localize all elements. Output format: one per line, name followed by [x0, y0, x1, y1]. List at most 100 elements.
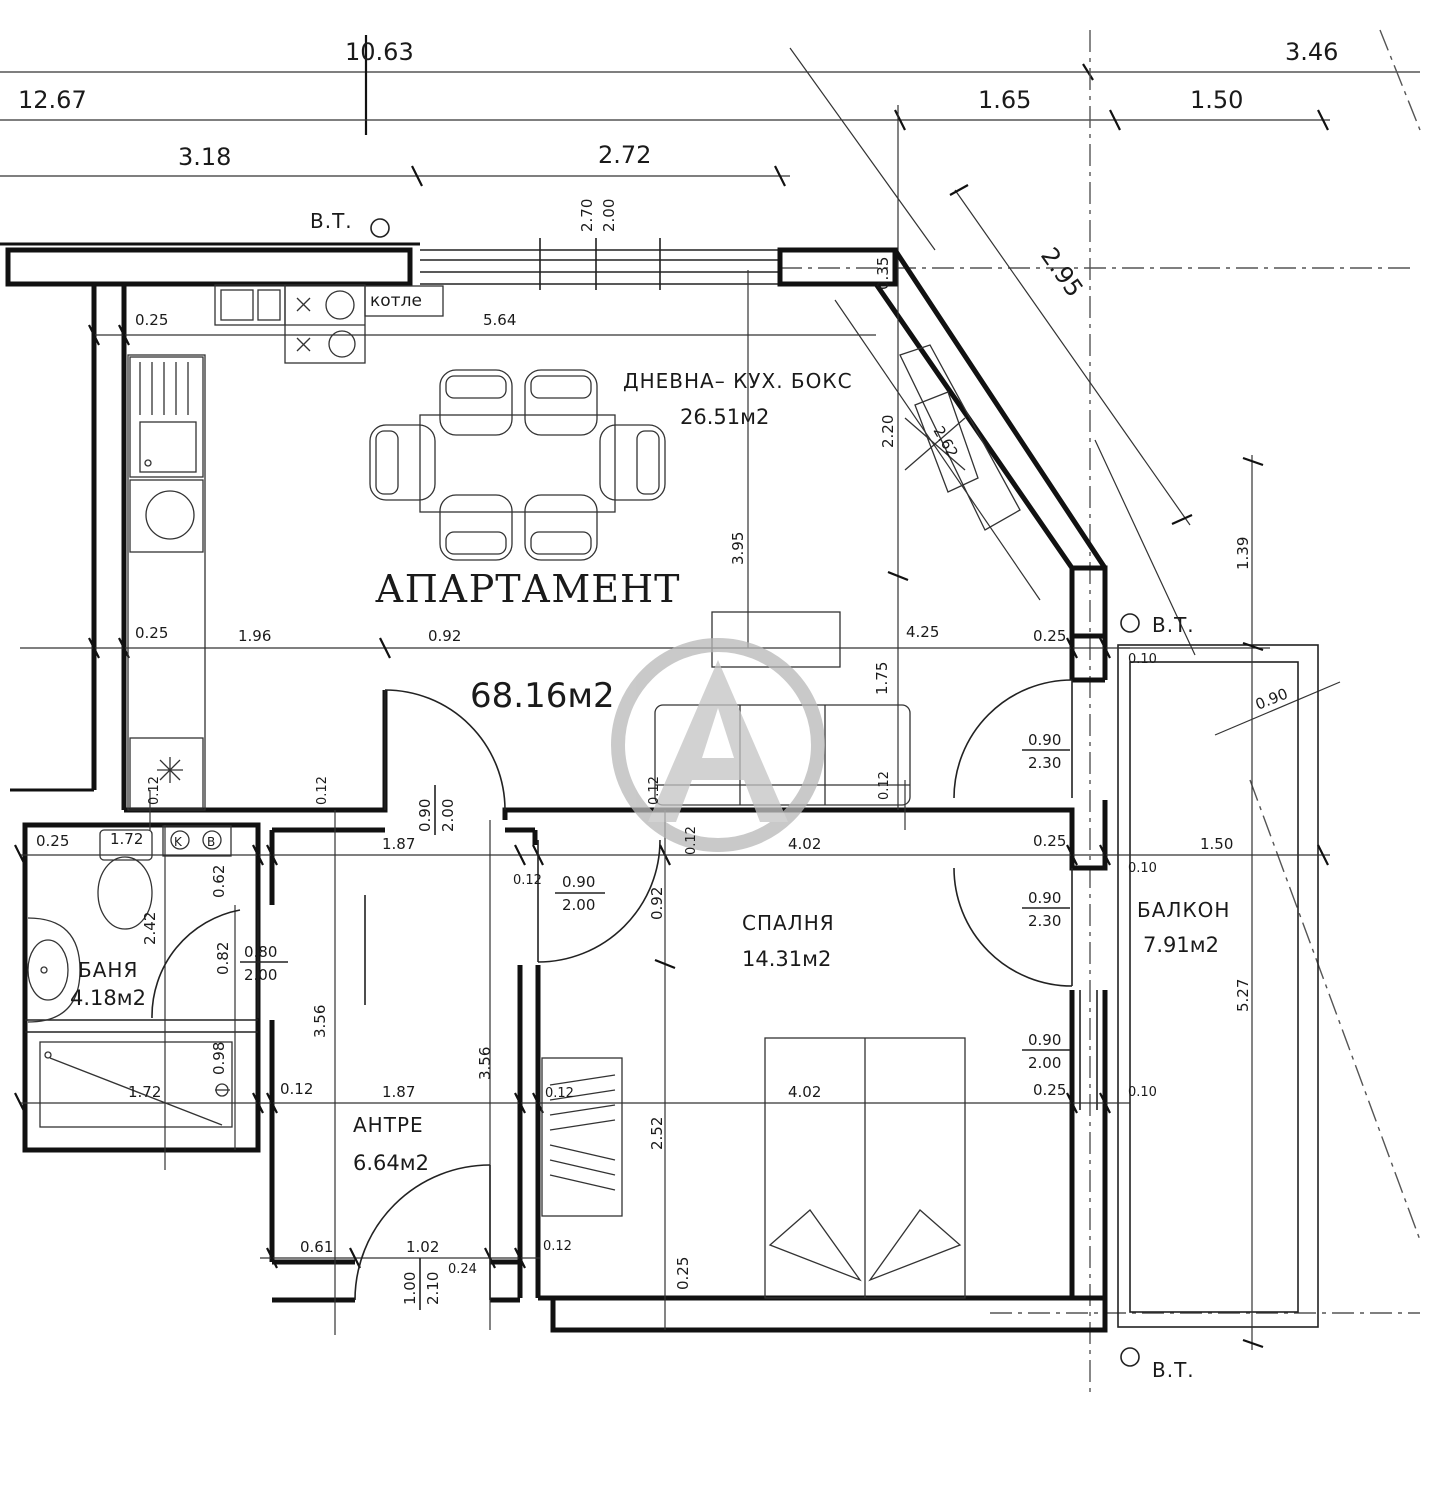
dining-table — [419, 414, 616, 513]
dim-label: 3.18 — [178, 143, 231, 171]
bedroom-name: СПАЛНЯ — [742, 911, 835, 935]
chair-icon — [369, 424, 436, 501]
dim-label: 0.25 — [1033, 1081, 1066, 1099]
toilet-icon — [97, 829, 153, 930]
dim-label: 0.90 — [416, 799, 434, 832]
dim-label: 0.12 — [877, 771, 892, 800]
hob-icon — [284, 284, 366, 364]
chair-icon — [524, 369, 598, 436]
dim-label: 0.10 — [1128, 652, 1157, 667]
boiler-box — [364, 285, 444, 317]
dim-label: 2.95 — [1035, 242, 1089, 302]
washing-machine-icon — [129, 479, 204, 553]
dim-label: 1.96 — [238, 627, 271, 645]
dim-label: 0.12 — [280, 1080, 313, 1098]
risers — [370, 218, 1140, 1367]
dim-label: 4.25 — [906, 623, 939, 641]
riser-label: В.Т. — [1152, 613, 1195, 637]
kitchen-fittings — [127, 284, 444, 811]
bath-area: 4.18м2 — [70, 986, 146, 1010]
dim-label: 10.63 — [345, 38, 414, 66]
dim-label: 1.87 — [382, 835, 415, 853]
dim-label: 0.12 — [543, 1239, 572, 1254]
dim-label: 1.39 — [1234, 537, 1252, 570]
door-entrance — [354, 1164, 491, 1301]
dim-label: 4.02 — [788, 835, 821, 853]
dim-label: 2.72 — [598, 141, 651, 169]
riser-label: В.Т. — [310, 209, 353, 233]
dim-label: 3.95 — [729, 532, 747, 565]
top-dimension-chains — [0, 35, 1420, 260]
dim-label: 2.52 — [648, 1117, 666, 1150]
boiler-label: котле — [370, 291, 422, 311]
chair-icon — [599, 424, 666, 501]
bedroom-area: 14.31м2 — [742, 947, 831, 971]
dim-label: 0.10 — [1128, 1085, 1157, 1100]
shower-tray-icon — [39, 1041, 233, 1128]
dim-label: 0.35 — [874, 257, 892, 290]
dim-label: 1.65 — [978, 86, 1031, 114]
bedroom-furniture — [541, 1037, 966, 1299]
balcony-name: БАЛКОН — [1137, 898, 1230, 922]
dim-label: 0.12 — [147, 776, 162, 805]
dim-label: 1.02 — [406, 1238, 439, 1256]
dim-label: 2.00 — [439, 799, 457, 832]
dim-label: 2.00 — [562, 896, 595, 914]
wardrobe-icon — [541, 1057, 623, 1217]
dim-label: 2.00 — [244, 966, 277, 984]
dim-label: 0.90 — [562, 873, 595, 891]
dim-label: 2.30 — [1028, 754, 1061, 772]
door-living-balcony — [953, 679, 1073, 799]
tv-unit-icon — [899, 344, 1021, 531]
hall-area: 6.64м2 — [353, 1151, 429, 1175]
diagonal-dimensions — [789, 47, 1341, 736]
dining-set — [369, 369, 666, 561]
chair-icon — [439, 369, 513, 436]
dim-label: 0.90 — [1028, 731, 1061, 749]
dimension-labels: 10.63 3.46 12.67 1.65 1.50 3.18 2.72 2.7… — [18, 38, 1338, 1310]
total-area: 68.16м2 — [470, 676, 615, 716]
dim-label: 0.90 — [1253, 685, 1291, 714]
apartment-title: АПАРТАМЕНТ — [375, 567, 681, 611]
dim-label: 0.90 — [1028, 889, 1061, 907]
fridge-icon — [129, 737, 204, 809]
dim-label: 2.42 — [141, 912, 159, 945]
svg-text:B: B — [207, 835, 215, 849]
interior-dimensions — [14, 260, 1330, 1350]
dim-label: 2.00 — [1028, 1054, 1061, 1072]
dim-label: 1.00 — [401, 1272, 419, 1305]
dim-label: 0.82 — [214, 942, 232, 975]
dim-label: 0.92 — [648, 887, 666, 920]
living-room-area: 26.51м2 — [680, 405, 769, 429]
bath-fixtures: K B — [27, 825, 233, 1128]
chair-icon — [439, 494, 513, 561]
dim-label: 0.25 — [135, 311, 168, 329]
logo-a-circle-icon — [611, 638, 825, 852]
washbasin-icon — [27, 917, 81, 1023]
dim-label: 1.50 — [1200, 835, 1233, 853]
dim-label: 0.25 — [1033, 832, 1066, 850]
door-bedroom-balcony — [953, 867, 1073, 987]
axis-lines — [780, 29, 1421, 1395]
dim-label: 3.56 — [311, 1005, 329, 1038]
dim-label: 0.92 — [428, 627, 461, 645]
dim-label: 5.27 — [1234, 979, 1252, 1012]
dim-label: 0.25 — [135, 624, 168, 642]
dim-label: 1.75 — [873, 662, 891, 695]
dim-label: 1.72 — [128, 1083, 161, 1101]
dim-label: 0.98 — [210, 1042, 228, 1075]
riser-label: В.Т. — [1152, 1358, 1195, 1382]
svg-text:K: K — [174, 835, 183, 849]
living-room-name: ДНЕВНА– КУХ. БОКС — [623, 369, 853, 393]
dim-label: 0.12 — [513, 873, 542, 888]
dim-label: 12.67 — [18, 86, 87, 114]
double-bed-icon — [764, 1037, 966, 1299]
dim-label: 2.20 — [879, 415, 897, 448]
dim-label: 0.12 — [647, 776, 662, 805]
dim-label: 0.10 — [1128, 861, 1157, 876]
dim-label: 0.61 — [300, 1238, 333, 1256]
door-hall-living — [384, 689, 506, 811]
riser-icon — [370, 218, 390, 238]
dim-label: 2.70 — [578, 199, 596, 232]
